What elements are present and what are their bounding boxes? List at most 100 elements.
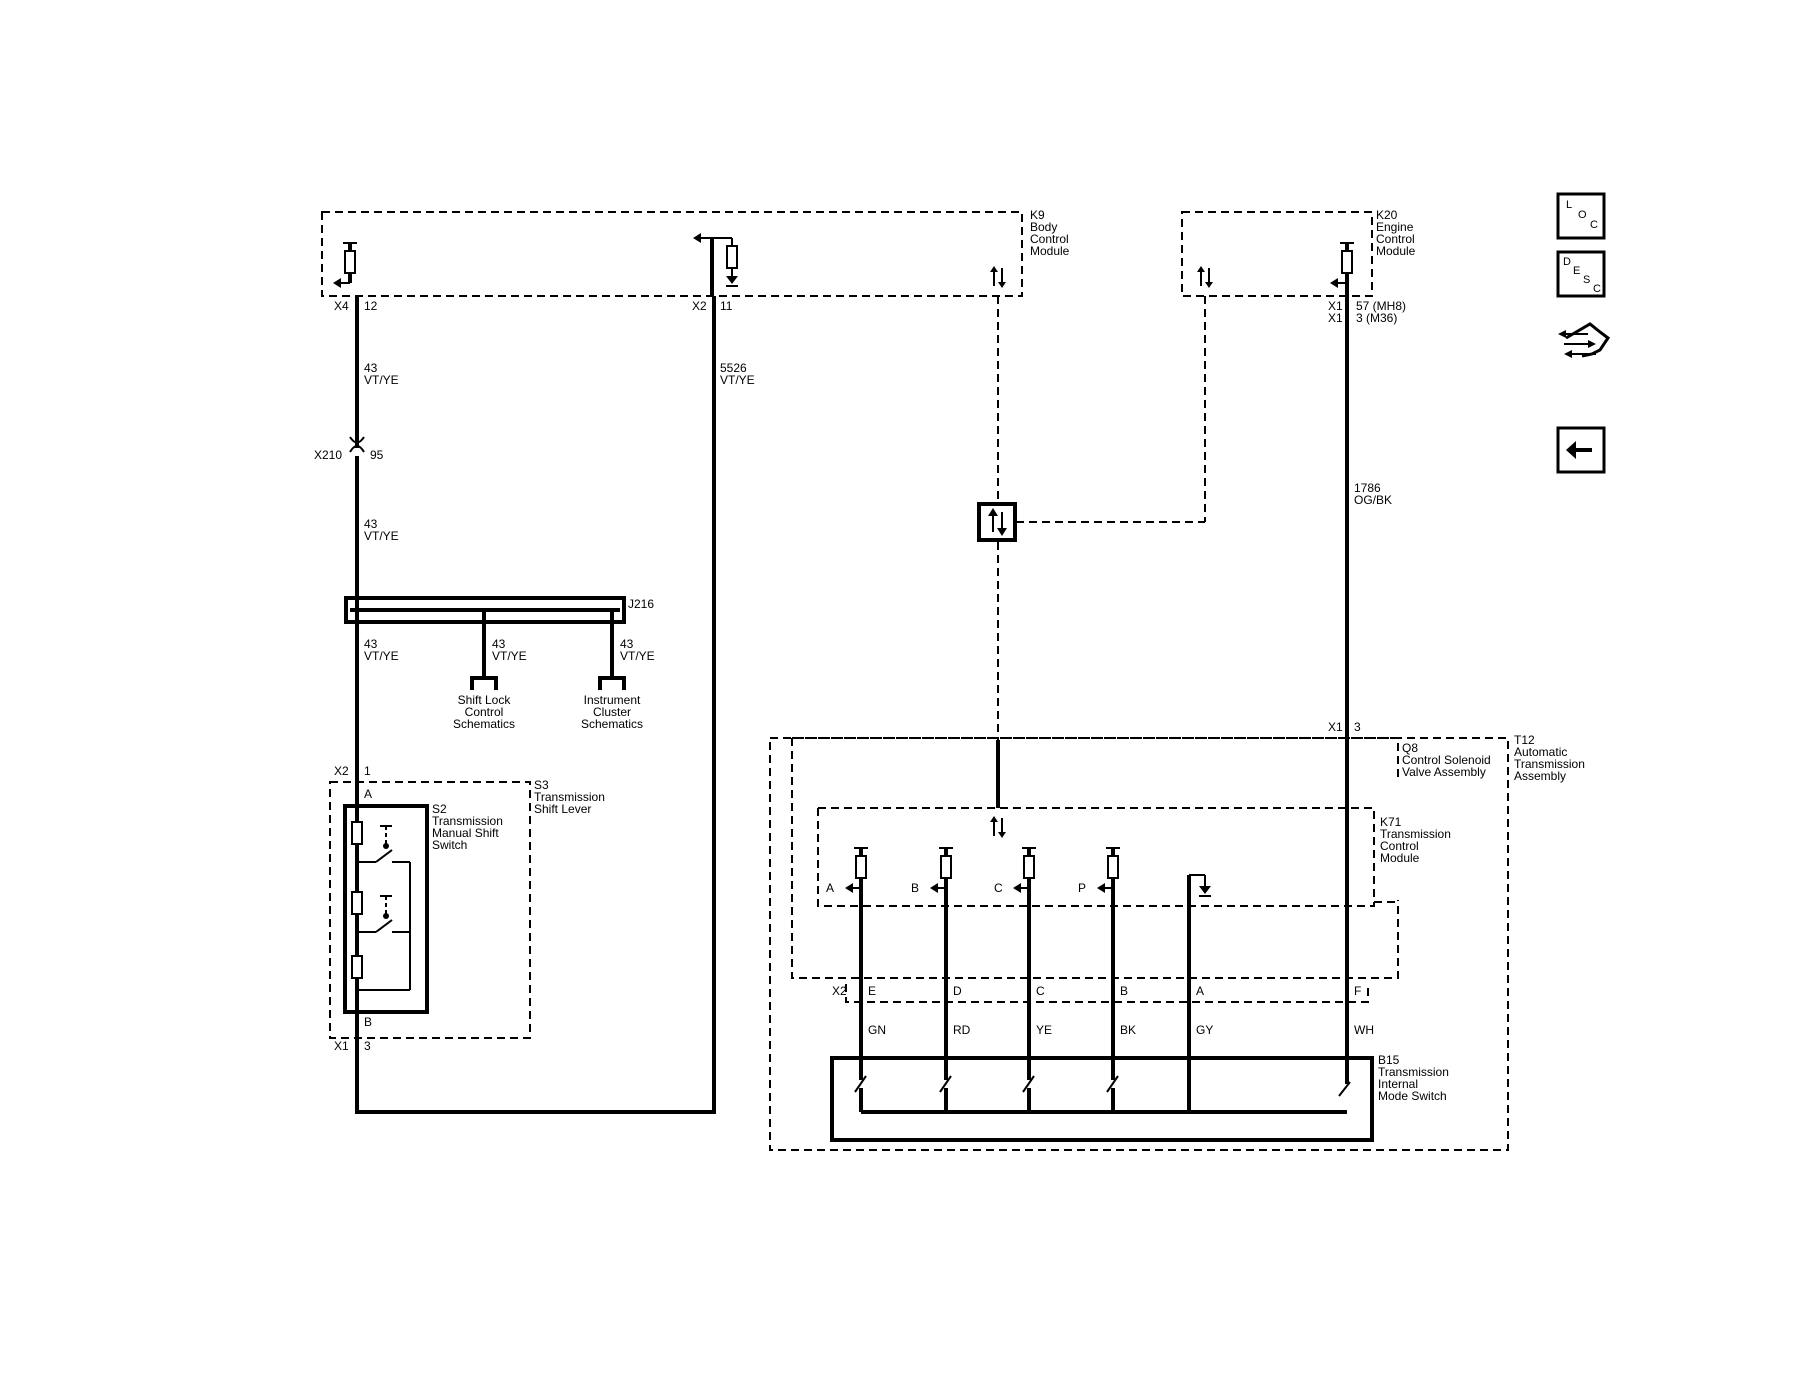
desc-letter-c: C	[1593, 283, 1601, 295]
shift-lock-ref-line2[interactable]: Control	[465, 705, 504, 719]
k20-output-symbol	[1330, 242, 1354, 296]
k20-x1a-pin: 57 (MH8)	[1356, 299, 1406, 313]
t12-x2-pin-e: E	[868, 984, 876, 998]
s3-x2-label: X2	[334, 764, 349, 778]
s2-name-line1: Transmission	[432, 814, 503, 828]
desc-button[interactable]: D E S C	[1556, 250, 1606, 298]
desc-letter-e: E	[1573, 265, 1580, 277]
t12-name-line3: Assembly	[1514, 769, 1566, 783]
t12-x2-label: X2	[832, 984, 847, 998]
desc-letter-s: S	[1583, 274, 1590, 286]
q8-ref: Q8	[1402, 741, 1418, 755]
wire-43-color-3: VT/YE	[364, 649, 399, 663]
t12-x2-connector: X2 E D C B A F	[832, 984, 1369, 1003]
wire-color-bk: BK	[1120, 1023, 1136, 1037]
x210-pin: 95	[370, 448, 384, 462]
wire-43-color-4: VT/YE	[492, 649, 527, 663]
b15-ref: B15	[1378, 1053, 1400, 1067]
k71-input-circuits: A B C P	[826, 847, 1211, 1114]
shift-lock-ref-line3[interactable]: Schematics	[453, 717, 515, 731]
s3-x1-label: X1	[334, 1039, 349, 1053]
k20-serial-data-icon	[1197, 266, 1213, 288]
k71-input-a-label: A	[826, 881, 834, 895]
wire-43-number-4: 43	[492, 637, 506, 651]
k71-input-c-label: C	[994, 881, 1003, 895]
b15-name-line1: Transmission	[1378, 1065, 1449, 1079]
k20-name-line1: Engine	[1376, 220, 1414, 234]
connector-end-view-icon[interactable]	[1558, 322, 1611, 358]
wire-43-color-2: VT/YE	[364, 529, 399, 543]
shift-lock-ref-line1[interactable]: Shift Lock	[458, 693, 512, 707]
wire-1786-color: OG/BK	[1354, 493, 1392, 507]
s2-pin-a: A	[364, 787, 372, 801]
k9-output-symbol	[333, 242, 357, 288]
k9-body-control-module: K9 Body Control Module	[321, 208, 1070, 313]
k9-x2-pin: 11	[720, 299, 733, 313]
wire-color-gn: GN	[868, 1023, 886, 1037]
desc-letter-d: D	[1563, 256, 1571, 268]
instrument-cluster-ref-line2[interactable]: Cluster	[593, 705, 631, 719]
s3-x2-pin: 1	[364, 764, 371, 778]
k71-input-p-label: P	[1078, 881, 1086, 895]
wire-43-number-3: 43	[364, 637, 378, 651]
k71-name-line2: Control	[1380, 839, 1419, 853]
b15-contacts	[854, 1075, 1351, 1097]
k20-x1a-label: X1	[1328, 299, 1343, 313]
wire-color-ye: YE	[1036, 1023, 1052, 1037]
k9-name-line1: Body	[1030, 220, 1057, 234]
q8-name-line1: Control Solenoid	[1402, 753, 1491, 767]
j216-label: J216	[628, 597, 654, 611]
instrument-cluster-ref-line1[interactable]: Instrument	[584, 693, 641, 707]
wire-43-harness: 43 VT/YE X210 95 43 VT/YE	[314, 296, 399, 1114]
t12-x2-pin-b: B	[1120, 984, 1128, 998]
k71-input-a: A	[826, 847, 868, 1112]
s3-transmission-shift-lever: S3 Transmission Shift Lever X2 1 A B X1 …	[329, 764, 605, 1053]
k9-x4-pin: 12	[364, 299, 378, 313]
wire-color-rd: RD	[953, 1023, 971, 1037]
k20-name-line3: Module	[1376, 244, 1416, 258]
k71-name-line1: Transmission	[1380, 827, 1451, 841]
wire-43-number: 43	[364, 361, 378, 375]
k9-input-symbol	[693, 233, 738, 296]
loc-button[interactable]: L O C	[1556, 192, 1606, 240]
k9-serial-data-icon	[990, 266, 1006, 288]
s2-manual-shift-switch: S2 Transmission Manual Shift Switch	[343, 802, 503, 1014]
serial-data-hub-icon	[977, 502, 1017, 542]
k9-ref: K9	[1030, 208, 1045, 222]
instrument-cluster-ref-line3[interactable]: Schematics	[581, 717, 643, 731]
t12-name-line1: Automatic	[1514, 745, 1567, 759]
k20-name-line2: Control	[1376, 232, 1415, 246]
b15-internal-mode-switch: B15 Transmission Internal Mode Switch	[830, 1053, 1449, 1142]
wire-43-number-2: 43	[364, 517, 378, 531]
k71-input-c: C	[994, 847, 1036, 1112]
s2-ref: S2	[432, 802, 447, 816]
wire-1786: 1786 OG/BK	[1345, 296, 1392, 1090]
s2-pin-b: B	[364, 1015, 372, 1029]
s3-name-line1: Transmission	[534, 790, 605, 804]
k71-input-b-label: B	[911, 881, 919, 895]
q8-control-solenoid-valve-assembly: Q8 Control Solenoid Valve Assembly	[791, 737, 1491, 979]
k20-engine-control-module: K20 Engine Control Module X1 57 (MH8) X1…	[1181, 208, 1416, 325]
t12-x2-pin-d: D	[953, 984, 962, 998]
k71-input-p: P	[1078, 847, 1120, 1112]
q8-name-line2: Valve Assembly	[1402, 765, 1486, 779]
left-arrow-icon	[1566, 441, 1576, 459]
t12-x2-pin-c: C	[1036, 984, 1045, 998]
s3-x1-pin: 3	[364, 1039, 371, 1053]
wire-5526-color: VT/YE	[720, 373, 755, 387]
back-arrow-button[interactable]	[1556, 426, 1606, 474]
k9-name-line2: Control	[1030, 232, 1069, 246]
b15-name-line2: Internal	[1378, 1077, 1418, 1091]
wire-43-color-5: VT/YE	[620, 649, 655, 663]
t12-x2-pin-f: F	[1354, 984, 1361, 998]
loc-letter-c: C	[1590, 219, 1598, 231]
s3-ref: S3	[534, 778, 549, 792]
t12-name-line2: Transmission	[1514, 757, 1585, 771]
ground-loop-wire: 5526 VT/YE	[357, 296, 755, 1114]
serial-data-network	[977, 296, 1206, 808]
wire-color-wh: WH	[1354, 1023, 1374, 1037]
k71-ground	[1187, 874, 1211, 1114]
k9-x4-label: X4	[334, 299, 349, 313]
j216-splice-pack: J216 43 VT/YE 43 VT/YE 43 VT/YE Shift Lo…	[344, 596, 655, 731]
